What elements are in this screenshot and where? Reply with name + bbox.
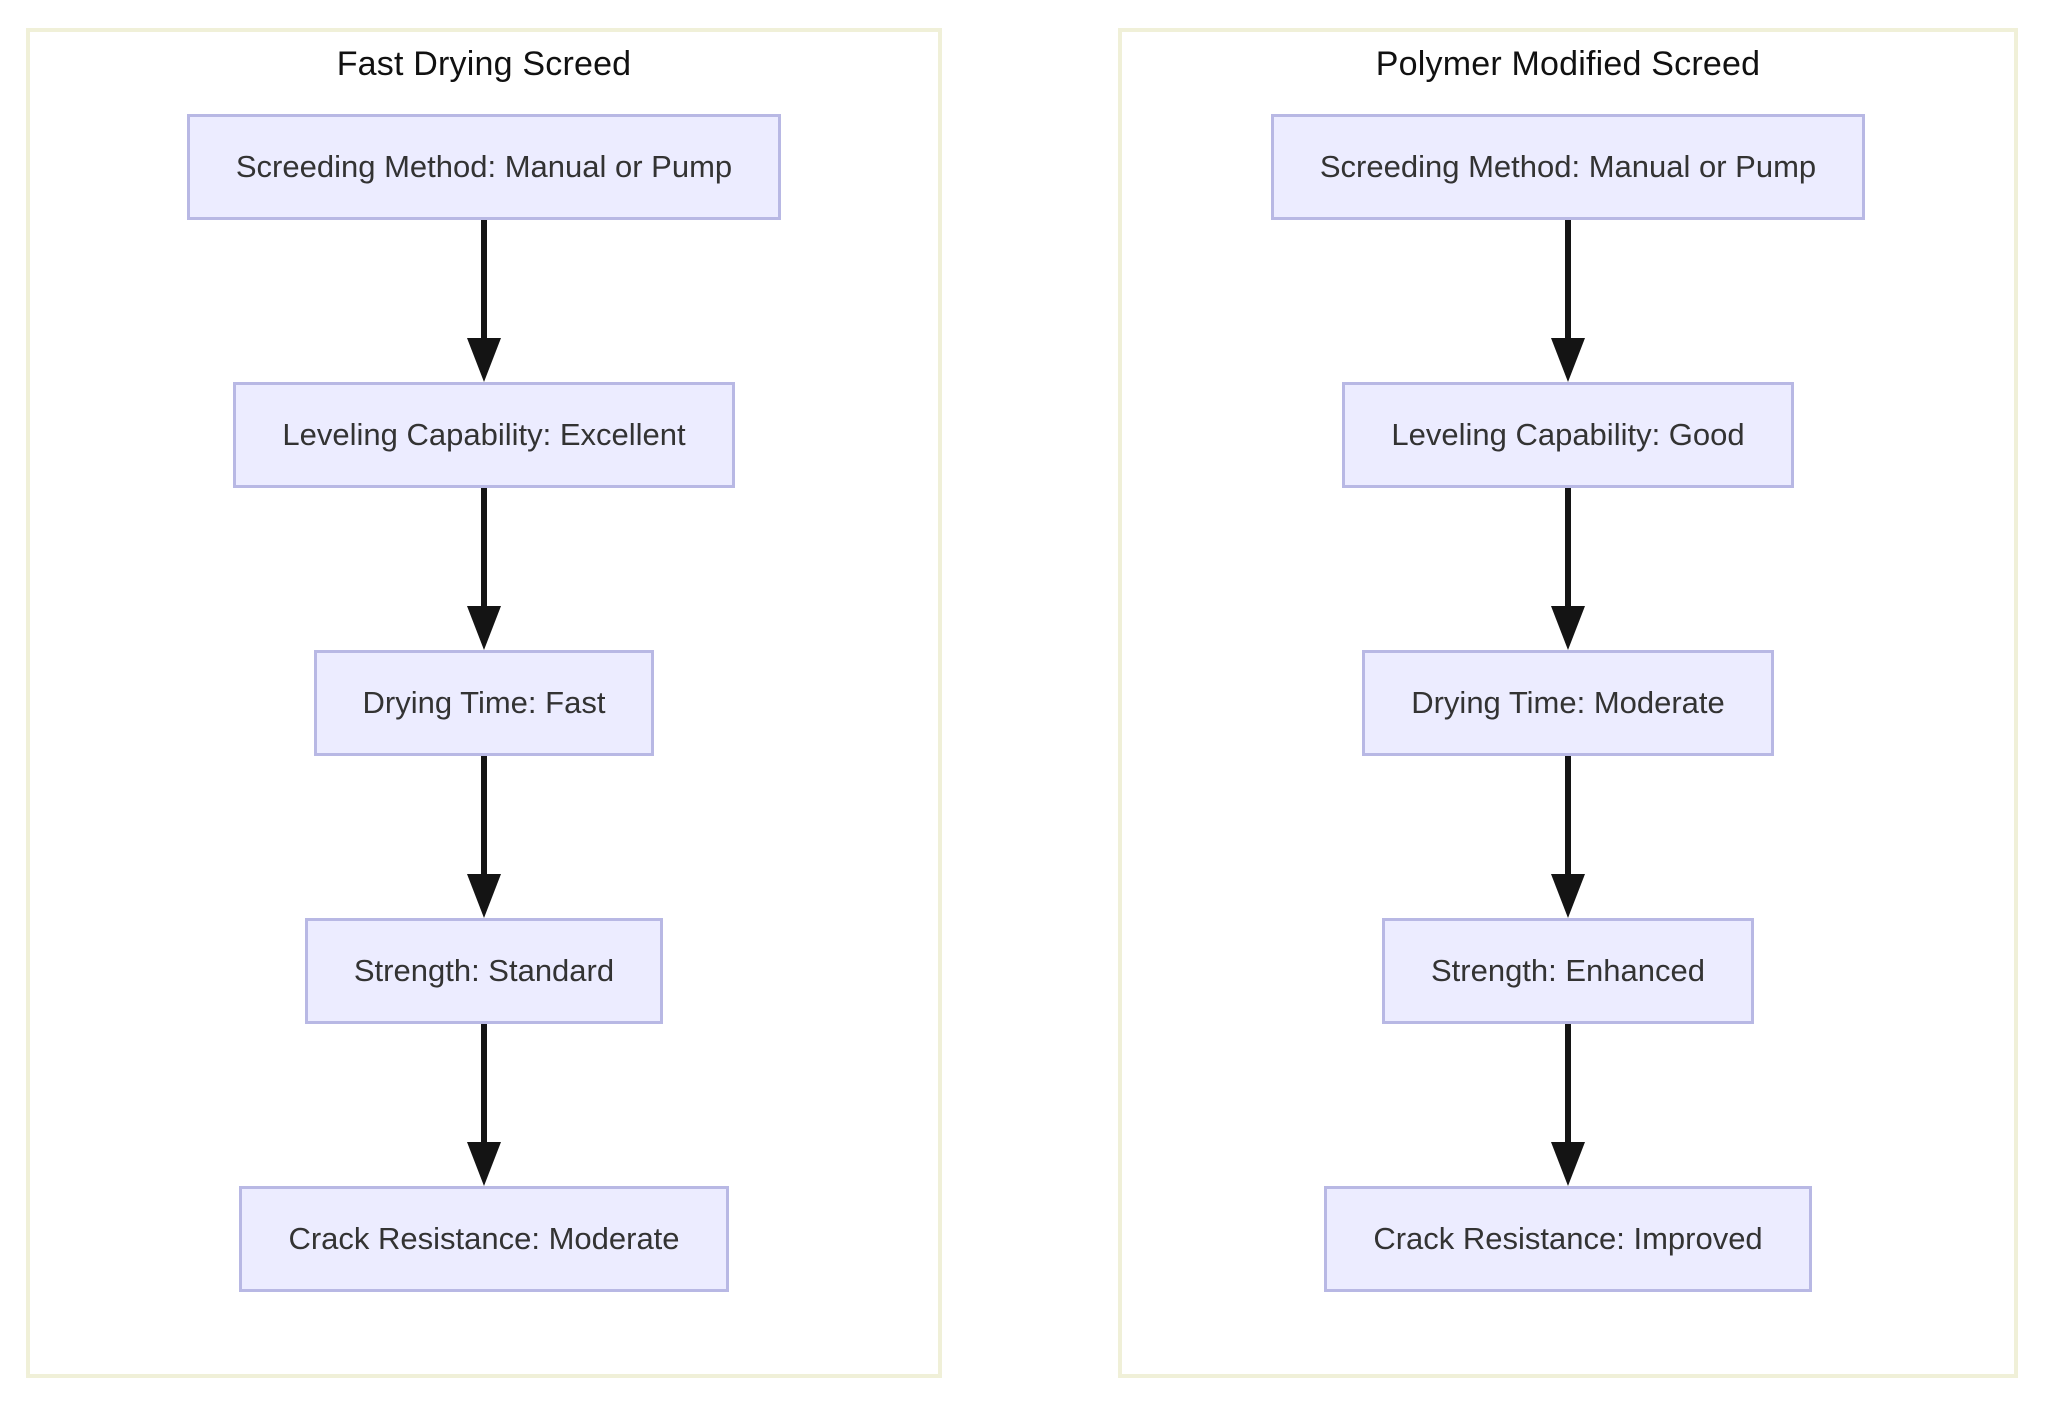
flow-arrow	[467, 220, 501, 382]
arrow-shaft	[481, 220, 487, 339]
arrow-shaft	[481, 1024, 487, 1143]
arrow-shaft	[481, 488, 487, 607]
flow-column: Screeding Method: Manual or Pump Levelin…	[186, 114, 782, 1292]
arrowhead-down-icon	[1551, 338, 1585, 382]
arrowhead-down-icon	[1551, 874, 1585, 918]
flow-node-screeding-method: Screeding Method: Manual or Pump	[1270, 114, 1866, 220]
flow-arrow	[1551, 756, 1585, 918]
flow-node-strength: Strength: Enhanced	[1381, 918, 1755, 1024]
flow-node-leveling-capability: Leveling Capability: Excellent	[233, 382, 735, 488]
flow-arrow	[467, 488, 501, 650]
arrow-shaft	[1565, 488, 1571, 607]
flow-node-strength: Strength: Standard	[304, 918, 664, 1024]
flow-column: Screeding Method: Manual or Pump Levelin…	[1270, 114, 1866, 1292]
flow-node-screeding-method: Screeding Method: Manual or Pump	[186, 114, 782, 220]
flow-arrow	[467, 1024, 501, 1186]
flow-node-crack-resistance: Crack Resistance: Improved	[1324, 1186, 1812, 1292]
flow-arrow	[1551, 220, 1585, 382]
flow-node-drying-time: Drying Time: Fast	[313, 650, 655, 756]
cluster-polymer-modified-screed: Polymer Modified Screed Screeding Method…	[1118, 28, 2018, 1378]
arrowhead-down-icon	[467, 606, 501, 650]
cluster-title: Fast Drying Screed	[336, 44, 632, 83]
flow-arrow	[1551, 488, 1585, 650]
arrowhead-down-icon	[467, 338, 501, 382]
arrow-shaft	[1565, 220, 1571, 339]
flow-arrow	[467, 756, 501, 918]
arrowhead-down-icon	[1551, 1142, 1585, 1186]
cluster-fast-drying-screed: Fast Drying Screed Screeding Method: Man…	[26, 28, 942, 1378]
flow-node-drying-time: Drying Time: Moderate	[1362, 650, 1774, 756]
arrow-shaft	[1565, 1024, 1571, 1143]
flow-arrow	[1551, 1024, 1585, 1186]
arrow-shaft	[1565, 756, 1571, 875]
cluster-title: Polymer Modified Screed	[1375, 44, 1761, 83]
arrowhead-down-icon	[1551, 606, 1585, 650]
arrowhead-down-icon	[467, 1142, 501, 1186]
arrow-shaft	[481, 756, 487, 875]
flow-node-leveling-capability: Leveling Capability: Good	[1342, 382, 1794, 488]
flow-node-crack-resistance: Crack Resistance: Moderate	[239, 1186, 729, 1292]
arrowhead-down-icon	[467, 874, 501, 918]
